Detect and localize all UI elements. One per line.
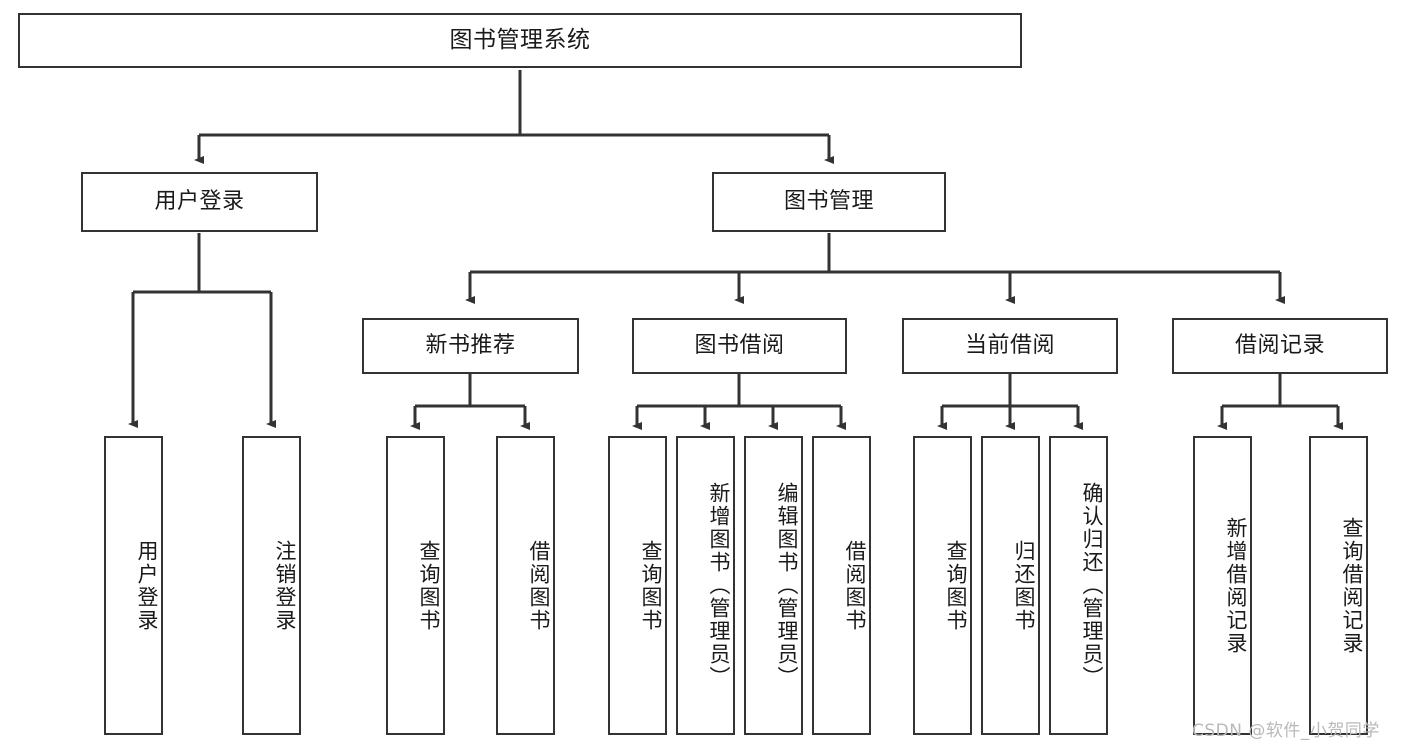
leaf-current-return-book[interactable]: 归还图书 <box>981 436 1040 735</box>
node-label: 新增借阅记录 <box>1224 516 1248 655</box>
node-label: 图书借阅 <box>694 332 785 358</box>
node-label: 借阅记录 <box>1234 332 1325 358</box>
node-label: 借阅图书 <box>527 539 551 632</box>
node-label: 新书推荐 <box>425 332 516 358</box>
leaf-new-book-query[interactable]: 查询图书 <box>386 436 445 735</box>
node-book-borrow[interactable]: 图书借阅 <box>632 318 847 374</box>
leaf-user-login[interactable]: 用户登录 <box>104 436 163 735</box>
node-book-management[interactable]: 图书管理 <box>712 172 946 232</box>
node-root[interactable]: 图书管理系统 <box>18 13 1022 68</box>
node-new-book-recommend[interactable]: 新书推荐 <box>362 318 579 374</box>
leaf-borrow-borrow-book[interactable]: 借阅图书 <box>812 436 871 735</box>
leaf-user-logout[interactable]: 注销登录 <box>242 436 301 735</box>
node-label: 当前借阅 <box>964 332 1055 358</box>
node-label: 图书管理系统 <box>449 26 591 53</box>
node-borrow-records[interactable]: 借阅记录 <box>1172 318 1388 374</box>
leaf-borrow-edit-book[interactable]: 编辑图书（管理员） <box>744 436 803 735</box>
node-current-borrow[interactable]: 当前借阅 <box>902 318 1118 374</box>
node-label: 用户登录 <box>135 539 159 632</box>
leaf-current-confirm-return[interactable]: 确认归还（管理员） <box>1049 436 1108 735</box>
node-label: 查询图书 <box>417 539 441 632</box>
leaf-borrow-add-book[interactable]: 新增图书（管理员） <box>676 436 735 735</box>
node-label: 图书管理 <box>783 188 874 214</box>
leaf-record-add[interactable]: 新增借阅记录 <box>1193 436 1252 735</box>
node-label: 查询图书 <box>944 539 968 632</box>
leaf-borrow-query-book[interactable]: 查询图书 <box>608 436 667 735</box>
node-label: 借阅图书 <box>843 539 867 632</box>
leaf-new-book-borrow[interactable]: 借阅图书 <box>496 436 555 735</box>
node-label: 新增图书（管理员） <box>707 482 731 689</box>
node-label: 确认归还（管理员） <box>1080 482 1104 689</box>
node-user-login[interactable]: 用户登录 <box>81 172 318 232</box>
node-label: 编辑图书（管理员） <box>775 482 799 689</box>
node-label: 归还图书 <box>1012 539 1036 632</box>
node-label: 查询图书 <box>639 539 663 632</box>
watermark: CSDN @软件_小贺同学 <box>1192 721 1380 741</box>
leaf-current-query-book[interactable]: 查询图书 <box>913 436 972 735</box>
node-label: 查询借阅记录 <box>1340 516 1364 655</box>
leaf-record-query[interactable]: 查询借阅记录 <box>1309 436 1368 735</box>
node-label: 用户登录 <box>154 188 245 214</box>
node-label: 注销登录 <box>273 539 297 632</box>
